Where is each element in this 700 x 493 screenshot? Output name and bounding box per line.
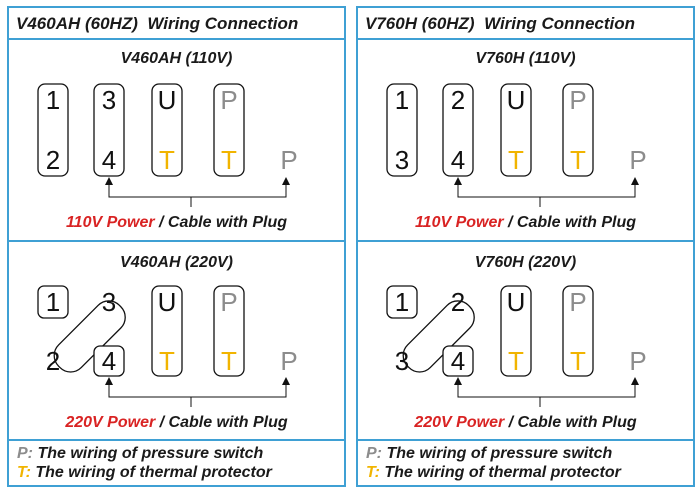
arrow-head xyxy=(631,377,639,385)
section-220v: V460AH (220V) 1 2 3 4 U T P T P 220V Pow… xyxy=(9,242,344,441)
wiring-diagram-110v: 1 3 2 4 U T P T P xyxy=(386,83,647,207)
pressure-label: P xyxy=(220,287,237,317)
terminal-box-u-t xyxy=(151,285,183,377)
thermal-label: T xyxy=(159,145,175,175)
power-voltage: 110V Power xyxy=(414,214,504,231)
terminal-label: 1 xyxy=(46,85,60,115)
terminal-box-u-t xyxy=(500,83,532,177)
terminal-label: 2 xyxy=(46,346,60,376)
arrow-head xyxy=(454,377,462,385)
legend: P: The wiring of pressure switch T: The … xyxy=(17,444,272,482)
section-110v: V760H (110V) 1 3 2 4 U T P T P 110V Powe… xyxy=(358,40,693,242)
terminal-label: 4 xyxy=(102,346,116,376)
terminal-label: 1 xyxy=(395,85,409,115)
legend: P: The wiring of pressure switch T: The … xyxy=(366,444,621,482)
arrow-head xyxy=(282,377,290,385)
section-subtitle: V760H (220V) xyxy=(474,254,577,271)
arrow-head xyxy=(105,377,113,385)
power-caption: 110V Power / Cable with Plug xyxy=(414,214,637,231)
terminal-box-3-4 xyxy=(93,83,125,177)
pressure-label: P xyxy=(280,346,297,376)
terminal-label: 2 xyxy=(451,85,465,115)
power-caption: 110V Power / Cable with Plug xyxy=(65,214,288,231)
terminal-box-p-t xyxy=(213,285,245,377)
power-lead-line xyxy=(108,183,287,198)
legend-thermal: T: The wiring of thermal protector xyxy=(17,464,272,481)
terminal-box-2-4 xyxy=(442,83,474,177)
pressure-label: P xyxy=(629,145,646,175)
power-voltage: 110V Power xyxy=(65,214,155,231)
terminal-label: U xyxy=(158,287,177,317)
thermal-label: T xyxy=(221,145,237,175)
terminal-box-4 xyxy=(442,345,474,377)
pressure-label: P xyxy=(569,287,586,317)
terminal-label: 4 xyxy=(451,346,465,376)
legend-thermal: T: The wiring of thermal protector xyxy=(366,464,621,481)
section-subtitle: V460AH (220V) xyxy=(120,254,233,271)
thermal-label: T xyxy=(570,145,586,175)
thermal-label: T xyxy=(508,346,524,376)
terminal-label: 4 xyxy=(102,145,116,175)
terminal-label: U xyxy=(507,85,526,115)
terminal-label: 1 xyxy=(395,287,409,317)
pressure-label: P xyxy=(220,85,237,115)
power-lead-line xyxy=(457,383,636,398)
thermal-label: T xyxy=(159,346,175,376)
terminal-box-1-2 xyxy=(37,83,69,177)
power-voltage: 220V Power xyxy=(65,414,156,431)
wiring-panel-v760h: V760H (60HZ) Wiring Connection V760H (11… xyxy=(356,6,695,487)
terminal-label: U xyxy=(158,85,177,115)
wiring-panel-v460ah: V460AH (60HZ) Wiring Connection V460AH (… xyxy=(7,6,346,487)
section-220v: V760H (220V) 1 3 2 4 U T P T P 220V Powe… xyxy=(358,242,693,441)
arrow-head xyxy=(105,177,113,185)
power-voltage: 220V Power xyxy=(414,414,505,431)
thermal-label: T xyxy=(570,346,586,376)
power-lead-line xyxy=(457,183,636,198)
wiring-diagram-220v: 1 3 2 4 U T P T P xyxy=(386,285,647,407)
terminal-label: 4 xyxy=(451,145,465,175)
section-subtitle: V460AH (110V) xyxy=(120,50,233,67)
section-subtitle: V760H (110V) xyxy=(475,50,576,67)
wiring-diagram-110v: 1 2 3 4 U T P T P xyxy=(37,83,298,207)
terminal-box-1 xyxy=(37,285,69,319)
terminal-box-4 xyxy=(93,345,125,377)
section-110v: V460AH (110V) 1 2 3 4 U T P T P 110V Pow… xyxy=(9,40,344,242)
pressure-label: P xyxy=(569,85,586,115)
terminal-box-p-t xyxy=(562,285,594,377)
thermal-label: T xyxy=(221,346,237,376)
pressure-label: P xyxy=(629,346,646,376)
terminal-label: 3 xyxy=(102,85,116,115)
terminal-box-u-t xyxy=(151,83,183,177)
terminal-label: 2 xyxy=(46,145,60,175)
terminal-label: 1 xyxy=(46,287,60,317)
wiring-diagram-220v: 1 2 3 4 U T P T P xyxy=(37,285,298,407)
arrow-head xyxy=(631,177,639,185)
panel-title: V760H (60HZ) Wiring Connection xyxy=(358,8,693,40)
terminal-label: 3 xyxy=(395,346,409,376)
legend-pressure: P: The wiring of pressure switch xyxy=(17,445,264,462)
terminal-box-1-3 xyxy=(386,83,418,177)
terminal-box-1 xyxy=(386,285,418,319)
panel-title: V460AH (60HZ) Wiring Connection xyxy=(9,8,344,40)
power-caption: 220V Power / Cable with Plug xyxy=(65,414,288,431)
terminal-box-p-t xyxy=(213,83,245,177)
terminal-label: 3 xyxy=(395,145,409,175)
arrow-head xyxy=(454,177,462,185)
arrow-head xyxy=(282,177,290,185)
power-caption: 220V Power / Cable with Plug xyxy=(414,414,637,431)
legend-pressure: P: The wiring of pressure switch xyxy=(366,445,613,462)
terminal-box-u-t xyxy=(500,285,532,377)
power-lead-line xyxy=(108,383,287,398)
pressure-label: P xyxy=(280,145,297,175)
thermal-label: T xyxy=(508,145,524,175)
terminal-box-p-t xyxy=(562,83,594,177)
terminal-label: 3 xyxy=(102,287,116,317)
terminal-label: U xyxy=(507,287,526,317)
terminal-label: 2 xyxy=(451,287,465,317)
